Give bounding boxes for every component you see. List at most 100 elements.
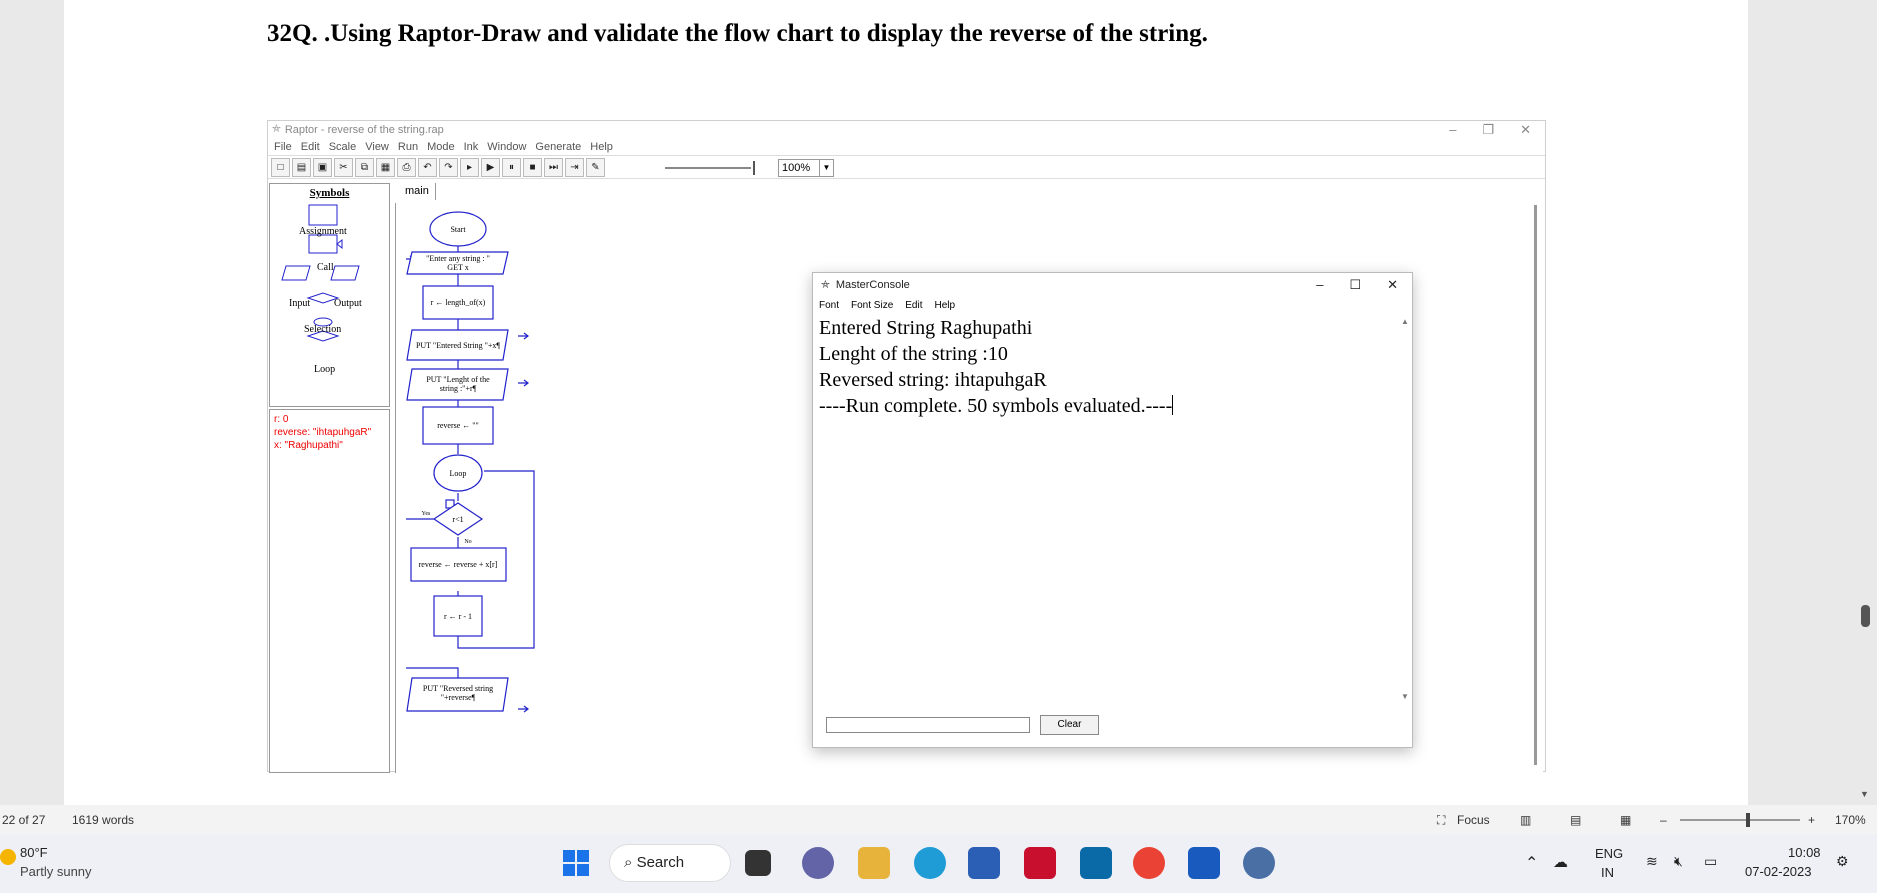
menu-run[interactable]: Run bbox=[397, 140, 419, 153]
save-icon[interactable]: ▣ bbox=[313, 157, 332, 177]
page-count[interactable]: 22 of 27 bbox=[2, 813, 46, 827]
scroll-up-icon[interactable]: ▲ bbox=[1401, 317, 1409, 326]
console-menu-edit[interactable]: Edit bbox=[905, 299, 923, 311]
cut-icon[interactable]: ✂ bbox=[334, 157, 353, 177]
zoom-out-icon[interactable]: – bbox=[1660, 813, 1667, 827]
console-scrollbar[interactable]: ▲▼ bbox=[1401, 317, 1410, 701]
menu-ink[interactable]: Ink bbox=[463, 140, 479, 153]
paste-icon[interactable]: ▦ bbox=[376, 157, 395, 177]
pen-icon[interactable]: ✎ bbox=[586, 157, 605, 177]
onedrive-icon[interactable]: ☁ bbox=[1553, 854, 1568, 871]
menu-file[interactable]: File bbox=[274, 140, 292, 153]
scroll-down-icon[interactable]: ▼ bbox=[1401, 692, 1409, 701]
teams-icon[interactable] bbox=[802, 847, 834, 879]
flow-loop[interactable] bbox=[433, 454, 483, 492]
flow-assign-reverse[interactable] bbox=[422, 406, 494, 445]
console-menu-help[interactable]: Help bbox=[934, 299, 956, 311]
step-icon[interactable]: ▸ bbox=[460, 157, 479, 177]
wifi-icon[interactable]: ≋ bbox=[1646, 853, 1658, 869]
chrome-icon[interactable] bbox=[1133, 847, 1165, 879]
word-icon[interactable] bbox=[1188, 847, 1220, 879]
menu-help[interactable]: Help bbox=[590, 140, 613, 153]
taskbar-search[interactable]: ⌕ Search bbox=[609, 844, 731, 882]
symbol-shapes[interactable] bbox=[270, 198, 391, 398]
menu-edit[interactable]: Edit bbox=[300, 140, 320, 153]
console-input[interactable] bbox=[826, 717, 1030, 733]
web-layout-icon[interactable]: ▦ bbox=[1620, 813, 1632, 827]
menu-view[interactable]: View bbox=[365, 140, 389, 153]
close-icon[interactable]: ✕ bbox=[1387, 277, 1398, 292]
word-count[interactable]: 1619 words bbox=[72, 813, 135, 827]
focus-button[interactable]: Focus bbox=[1457, 813, 1490, 827]
read-mode-icon[interactable]: ▥ bbox=[1520, 813, 1532, 827]
weather-desc[interactable]: Partly sunny bbox=[20, 864, 92, 879]
flow-assign-concat[interactable] bbox=[410, 547, 507, 582]
flow-condition[interactable] bbox=[432, 502, 484, 536]
zoom-level[interactable]: 170% bbox=[1835, 813, 1866, 827]
stop-icon[interactable]: ■ bbox=[523, 157, 542, 177]
zoom-select[interactable]: 100% ▼ bbox=[778, 159, 834, 177]
play-icon[interactable]: ▶ bbox=[481, 157, 500, 177]
open-icon[interactable]: ▤ bbox=[292, 157, 311, 177]
copy-icon[interactable]: ⧉ bbox=[355, 157, 374, 177]
clear-button[interactable]: Clear bbox=[1040, 715, 1099, 735]
redo-icon[interactable]: ↷ bbox=[439, 157, 458, 177]
menu-mode[interactable]: Mode bbox=[427, 140, 455, 153]
chevron-up-icon[interactable]: ⌃ bbox=[1525, 855, 1539, 872]
minimize-icon[interactable]: – bbox=[1316, 277, 1324, 292]
weather-icon[interactable] bbox=[0, 849, 16, 865]
step-into-icon[interactable]: ⏭ bbox=[544, 157, 563, 177]
weather-temp[interactable]: 80°F bbox=[20, 845, 48, 860]
flow-output-reversed[interactable] bbox=[406, 677, 509, 712]
flow-start[interactable] bbox=[429, 211, 487, 247]
battery-icon[interactable]: ▭ bbox=[1704, 853, 1718, 869]
console-line: ----Run complete. 50 symbols evaluated.-… bbox=[819, 393, 1393, 419]
console-menu-font-size[interactable]: Font Size bbox=[851, 299, 894, 311]
volume-mute-icon[interactable]: 🔇︎ bbox=[1674, 853, 1683, 869]
menu-window[interactable]: Window bbox=[487, 140, 527, 153]
document-scrollbar-thumb[interactable] bbox=[1861, 605, 1870, 627]
scroll-down-icon[interactable]: ▼ bbox=[1860, 789, 1869, 799]
task-view-icon[interactable] bbox=[745, 850, 771, 876]
close-icon[interactable]: ✕ bbox=[1520, 121, 1531, 137]
print-icon[interactable]: ⎙ bbox=[397, 157, 416, 177]
maximize-icon[interactable]: ☐ bbox=[1349, 277, 1362, 292]
flow-output-length-text2: string :"+r¶ bbox=[440, 384, 477, 393]
print-layout-icon[interactable]: ▤ bbox=[1570, 813, 1582, 827]
windows-start-icon[interactable] bbox=[560, 847, 592, 879]
mcafee-icon[interactable] bbox=[1024, 847, 1056, 879]
chevron-down-icon: ▼ bbox=[819, 160, 833, 176]
settings-icon[interactable] bbox=[1243, 847, 1275, 879]
clock-time[interactable]: 10:08 bbox=[1788, 845, 1821, 860]
console-output[interactable]: Entered String Raghupathi Lenght of the … bbox=[819, 315, 1393, 703]
notification-icon[interactable]: ⚙ bbox=[1836, 853, 1849, 869]
flow-assign-decrement[interactable] bbox=[433, 595, 483, 637]
flow-output-length[interactable] bbox=[406, 368, 509, 401]
console-menu-font[interactable]: Font bbox=[819, 299, 840, 311]
clock-date[interactable]: 07-02-2023 bbox=[1745, 864, 1812, 879]
language-region[interactable]: IN bbox=[1601, 865, 1614, 880]
zoom-value: 100% bbox=[782, 162, 811, 174]
focus-icon[interactable]: ⛶ bbox=[1437, 813, 1446, 827]
speed-slider[interactable] bbox=[665, 161, 757, 175]
flow-input[interactable] bbox=[406, 251, 509, 275]
menu-generate[interactable]: Generate bbox=[535, 140, 582, 153]
restore-icon[interactable]: ❐ bbox=[1482, 121, 1495, 137]
step-over-icon[interactable]: ⇥ bbox=[565, 157, 584, 177]
minimize-icon[interactable]: – bbox=[1449, 121, 1457, 137]
store-icon[interactable] bbox=[968, 847, 1000, 879]
menu-scale[interactable]: Scale bbox=[328, 140, 357, 153]
language-code[interactable]: ENG bbox=[1595, 846, 1624, 861]
pause-icon[interactable]: ⏸ bbox=[502, 157, 521, 177]
flow-assign-length[interactable] bbox=[422, 285, 494, 320]
dell-icon[interactable] bbox=[1080, 847, 1112, 879]
new-icon[interactable]: □ bbox=[271, 157, 290, 177]
undo-icon[interactable]: ↶ bbox=[418, 157, 437, 177]
canvas-scrollbar[interactable] bbox=[1534, 205, 1537, 765]
tab-main[interactable]: main bbox=[399, 183, 436, 200]
edge-icon[interactable] bbox=[914, 847, 946, 879]
flow-output-entered[interactable] bbox=[406, 329, 509, 361]
zoom-in-icon[interactable]: + bbox=[1808, 813, 1816, 827]
zoom-slider[interactable] bbox=[1680, 813, 1800, 827]
file-explorer-icon[interactable] bbox=[858, 847, 890, 879]
